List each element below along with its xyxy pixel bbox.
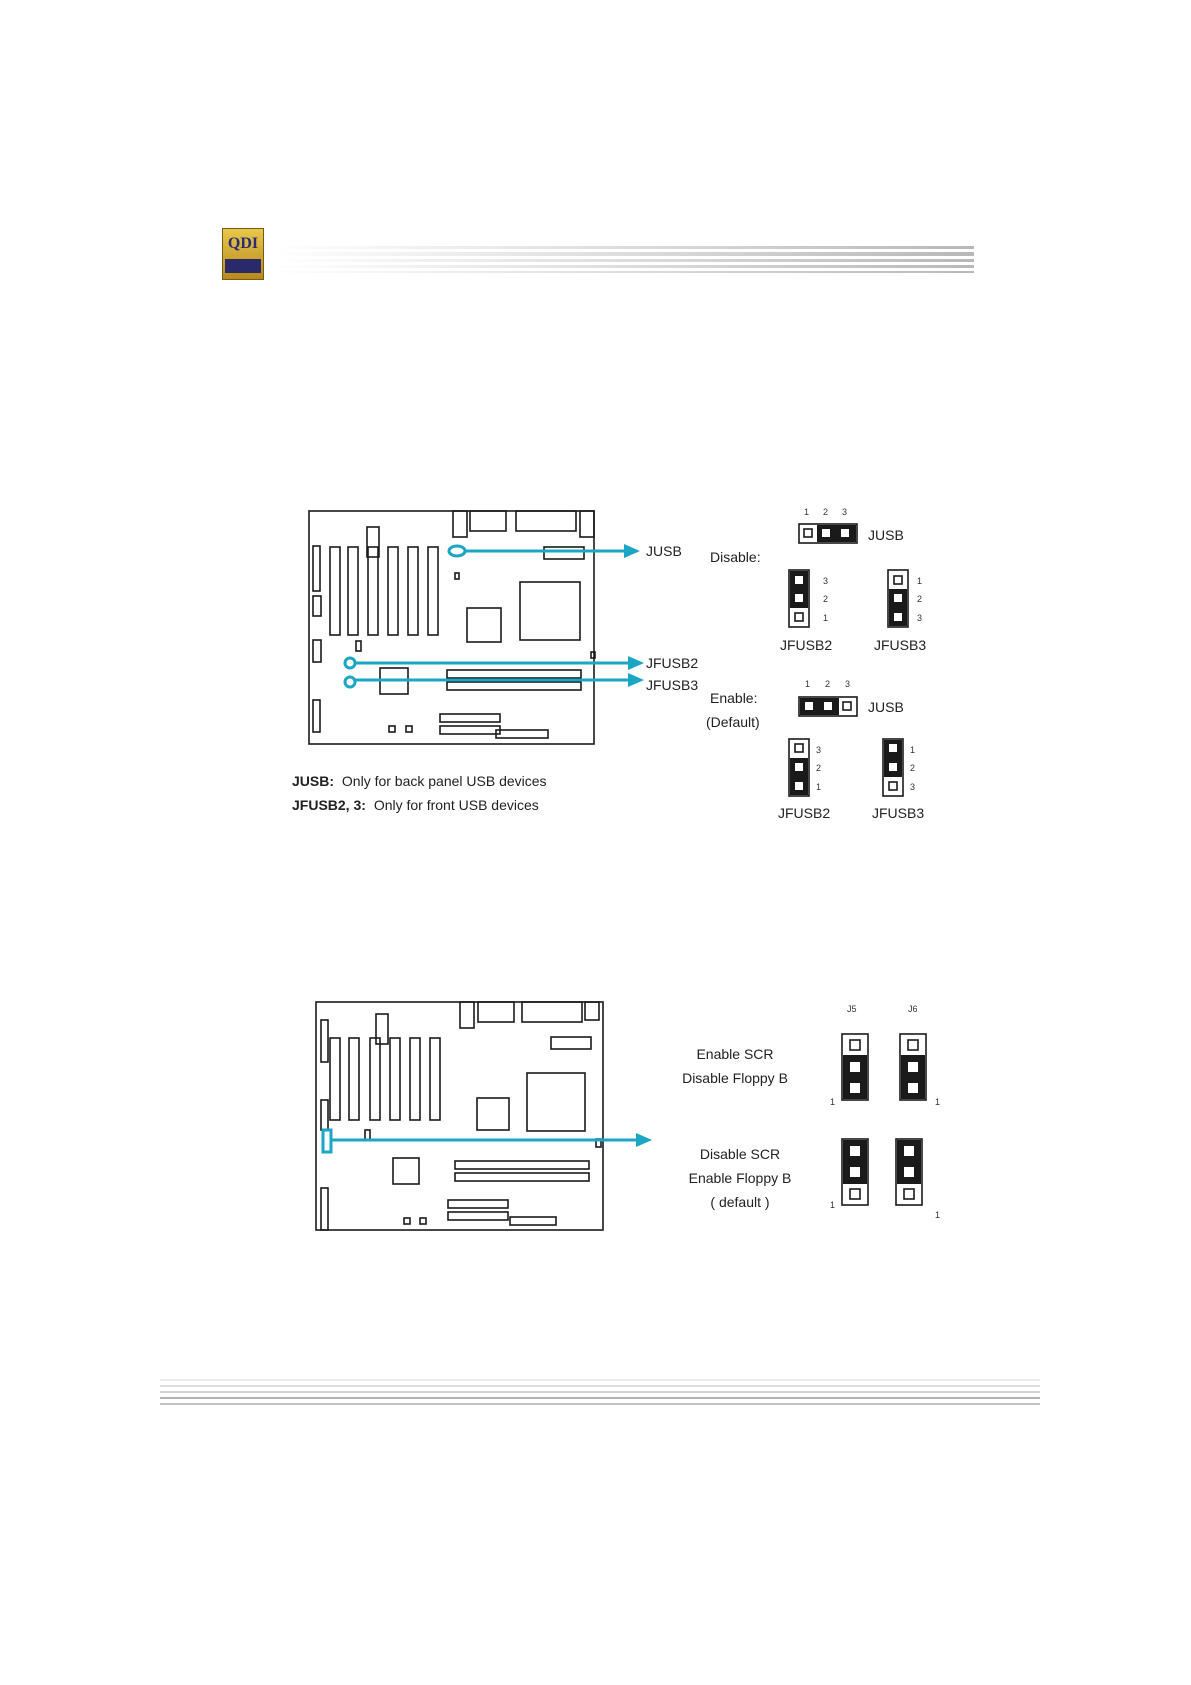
j6-option-b-jumper (896, 1139, 922, 1205)
j5-option-a-pin-one: 1 (830, 1097, 835, 1107)
j5-option-b-jumper (842, 1139, 868, 1205)
j5-option-a-jumper (842, 1034, 868, 1100)
j5-option-b-pin-one: 1 (830, 1200, 835, 1210)
option-a-line1: Enable SCR (696, 1046, 773, 1062)
j6-option-a-pin-one: 1 (935, 1097, 940, 1107)
option-b-line2: Enable Floppy B (689, 1170, 792, 1186)
j6-option-a-jumper (900, 1034, 926, 1100)
header-j6: J6 (908, 1004, 918, 1014)
option-b-line1: Disable SCR (700, 1146, 780, 1162)
j6-option-b-pin-one: 1 (935, 1210, 940, 1220)
motherboard-outline-scr (316, 1002, 603, 1230)
header-j5: J5 (847, 1004, 857, 1014)
option-b-line3: ( default ) (710, 1194, 769, 1210)
footer-lines (160, 1378, 1040, 1408)
option-a-line2: Disable Floppy B (682, 1070, 788, 1086)
scr-arrowhead (636, 1133, 652, 1147)
